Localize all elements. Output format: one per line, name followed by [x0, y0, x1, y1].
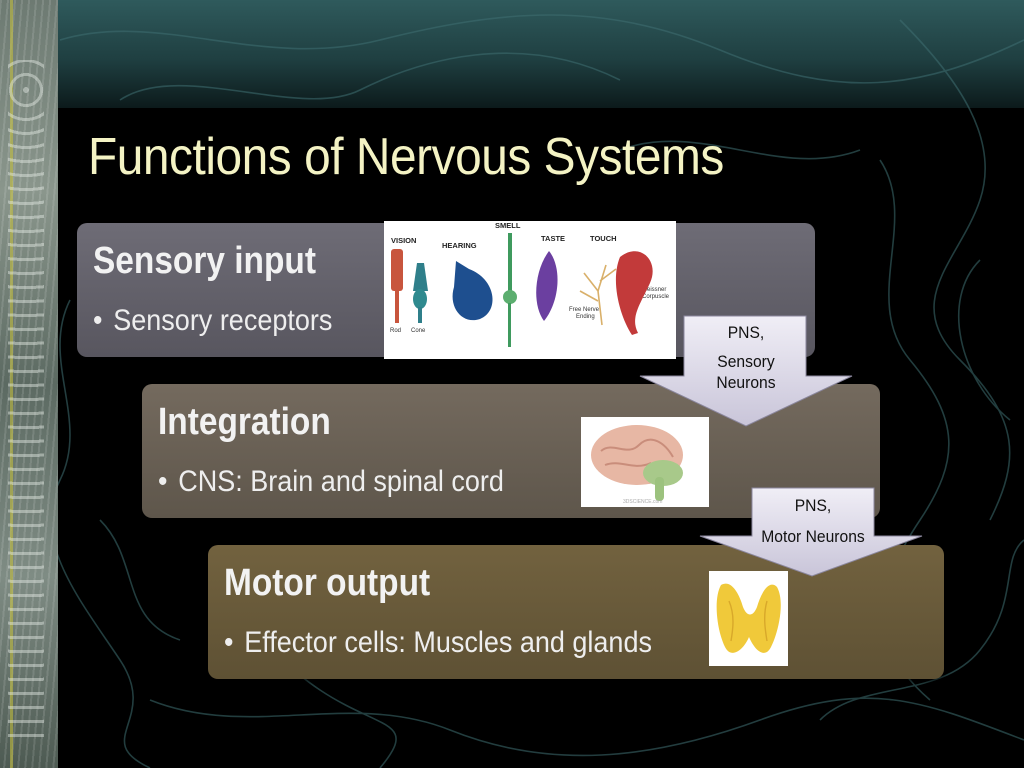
receptors-illustration: VISION HEARING SMELL TASTE TOUCH Rod Con…	[390, 221, 670, 347]
label-taste: TASTE	[541, 234, 565, 243]
brain-illustration: 3DSCIENCE.com	[591, 425, 683, 505]
bullet-marker: •	[158, 465, 168, 498]
motor-neurons-label-1: PNS,	[794, 496, 832, 515]
gland-illustration	[716, 583, 781, 653]
slide-title: Functions of Nervous Systems	[88, 128, 724, 186]
sensory-neurons-arrow: PNS, Sensory Neurons	[638, 314, 854, 428]
bullet-marker: •	[224, 626, 234, 659]
sensory-neurons-label-2: Sensory	[717, 352, 775, 371]
sensory-neurons-label-1: PNS,	[727, 323, 765, 342]
sensory-input-heading: Sensory input	[93, 240, 316, 282]
label-rod: Rod	[390, 328, 401, 334]
bullet-marker: •	[93, 304, 103, 337]
left-texture-strip	[0, 0, 58, 768]
integration-bullet-text: CNS: Brain and spinal cord	[178, 465, 504, 498]
cone-cell-shape	[413, 263, 428, 291]
rod-cell-shape	[391, 249, 403, 291]
integration-bullet: • CNS: Brain and spinal cord	[158, 464, 504, 500]
integration-heading: Integration	[158, 401, 331, 443]
spinal-cord-shape	[655, 477, 664, 501]
sensory-neurons-label-3: Neurons	[716, 373, 776, 392]
motor-neurons-arrow: PNS, Motor Neurons	[698, 486, 924, 578]
label-vision: VISION	[391, 236, 416, 245]
olfactory-cell-shape	[503, 290, 517, 304]
motor-neurons-arrow-shape	[699, 487, 923, 577]
hair-cell-shape	[452, 261, 493, 321]
label-touch: TOUCH	[590, 234, 617, 243]
meissner-corpuscle-shape	[615, 251, 653, 335]
cerebellum-shape	[643, 460, 683, 486]
motor-output-bullet: • Effector cells: Muscles and glands	[224, 625, 652, 661]
brain-watermark: 3DSCIENCE.com	[623, 499, 662, 505]
motor-neurons-label-2: Motor Neurons	[761, 527, 865, 546]
sensory-receptors-image: VISION HEARING SMELL TASTE TOUCH Rod Con…	[384, 221, 676, 359]
label-ending: Ending	[576, 314, 595, 320]
sensory-neurons-arrow-shape	[639, 315, 853, 427]
label-free-nerve: Free Nerve	[569, 307, 600, 313]
gland-shape	[716, 583, 781, 653]
label-cone: Cone	[411, 328, 426, 334]
free-nerve-ending-shape	[579, 264, 617, 326]
sensory-input-bullet-text: Sensory receptors	[113, 304, 333, 337]
label-meissner: Meissner	[642, 287, 666, 293]
motor-output-heading: Motor output	[224, 562, 431, 604]
label-hearing: HEARING	[442, 241, 477, 250]
motor-output-bullet-text: Effector cells: Muscles and glands	[244, 626, 652, 659]
strip-highlight	[10, 0, 13, 768]
brain-image: 3DSCIENCE.com	[581, 417, 709, 507]
label-corpuscle: Corpuscle	[642, 294, 670, 300]
sensory-input-bullet: • Sensory receptors	[93, 303, 332, 339]
label-smell: SMELL	[495, 221, 521, 230]
gland-image	[709, 571, 788, 666]
taste-cell-shape	[536, 251, 558, 321]
